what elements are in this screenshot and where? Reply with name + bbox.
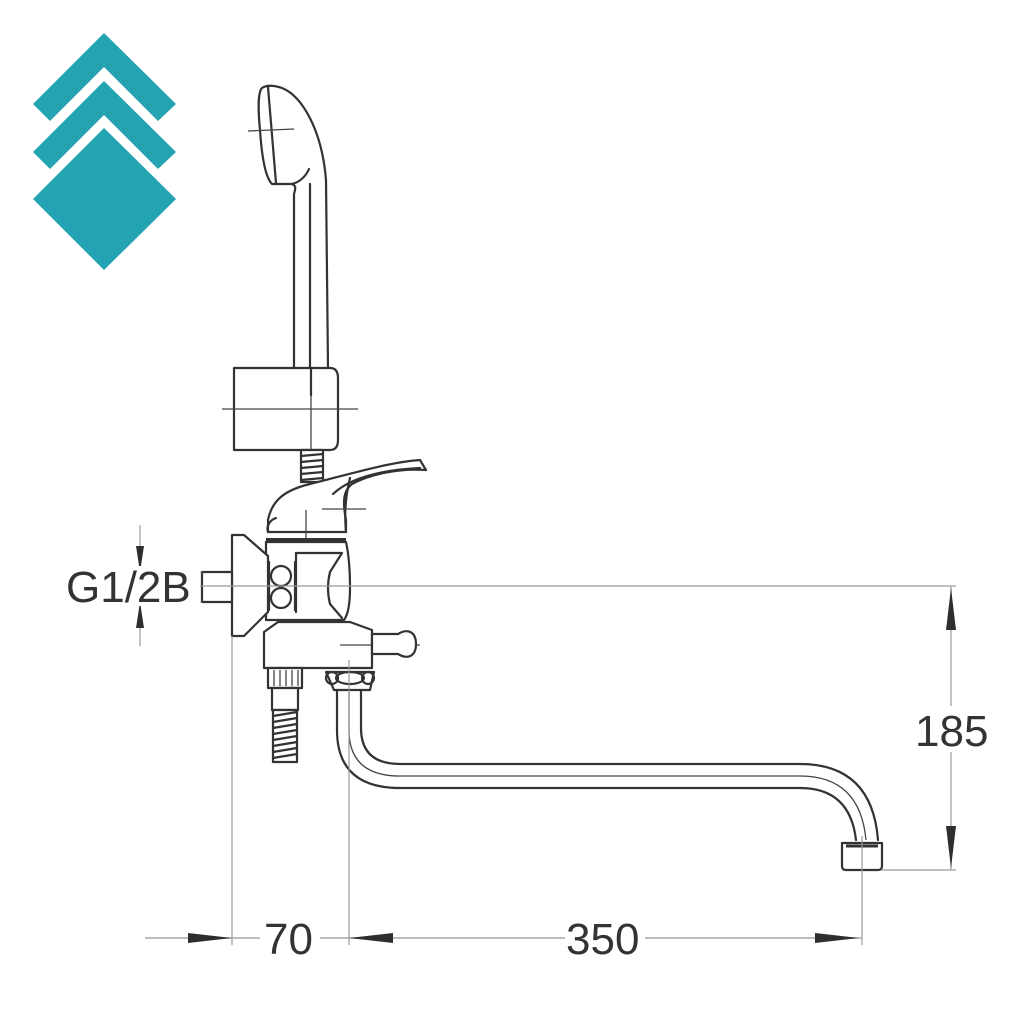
diverter-housing <box>262 620 374 670</box>
hand-shower <box>222 84 358 484</box>
dim-70-label: 70 <box>264 915 313 964</box>
hose-upper-thread-lines <box>299 452 325 482</box>
dim-350-label: 350 <box>566 915 639 964</box>
dimension-thread: G1/2B <box>66 525 200 646</box>
brand-logo <box>33 33 176 270</box>
spout-inner <box>359 688 880 842</box>
lever-front-curve <box>344 476 352 534</box>
hose-lower-thread-lines <box>271 710 299 760</box>
hose-nut-knurl <box>273 670 299 686</box>
diverter-knob <box>370 630 418 658</box>
swivel-nut-right-lobe <box>360 670 376 686</box>
lever-inner-curve <box>331 466 422 496</box>
dim-350-arrow-right-icon <box>815 933 859 943</box>
dimension-350: 350 <box>566 915 862 964</box>
eccentric-ring-lower <box>269 586 293 610</box>
swivel-nut-left-lobe <box>324 670 340 686</box>
diverter-block <box>262 620 420 764</box>
spout-outer <box>335 688 858 842</box>
dim-185-arrow-up-icon <box>946 588 956 630</box>
mixer-body <box>200 458 428 638</box>
extension-lines <box>134 571 956 945</box>
shower-head-inner-curve <box>290 167 311 186</box>
dimension-70: 70 <box>145 915 565 964</box>
spout-swivel-nut <box>324 670 376 692</box>
thread-label-bg <box>70 566 200 606</box>
spout-centerline <box>348 690 867 841</box>
dimension-185: 185 <box>915 586 988 870</box>
swivel-spout <box>335 688 884 872</box>
shower-head-face <box>266 85 278 185</box>
swivel-nut-oval <box>334 670 366 686</box>
mixer-lever <box>266 458 428 534</box>
inlet-connector <box>200 570 234 604</box>
mixer-cap <box>266 516 278 534</box>
logo-chevron-top <box>33 33 176 121</box>
thread-arrow-up-icon <box>136 602 144 628</box>
dim-70-arrow-left-icon <box>349 933 393 943</box>
eccentric-ring-upper <box>269 564 293 588</box>
logo-diamond <box>33 128 176 270</box>
logo-chevron-middle <box>33 81 176 169</box>
thread-arrow-down-icon <box>136 546 144 572</box>
hose-connector <box>270 686 300 712</box>
dim-185-label: 185 <box>915 707 988 756</box>
shower-head-outline <box>257 84 330 370</box>
dim-185-arrow-down-icon <box>946 826 956 868</box>
shower-head-centerline <box>247 128 295 132</box>
thread-label: G1/2B <box>66 563 191 612</box>
mixer-cap-ring <box>266 538 346 542</box>
hose-nut <box>266 666 304 690</box>
dim-70-arrow-right-icon <box>188 933 232 943</box>
